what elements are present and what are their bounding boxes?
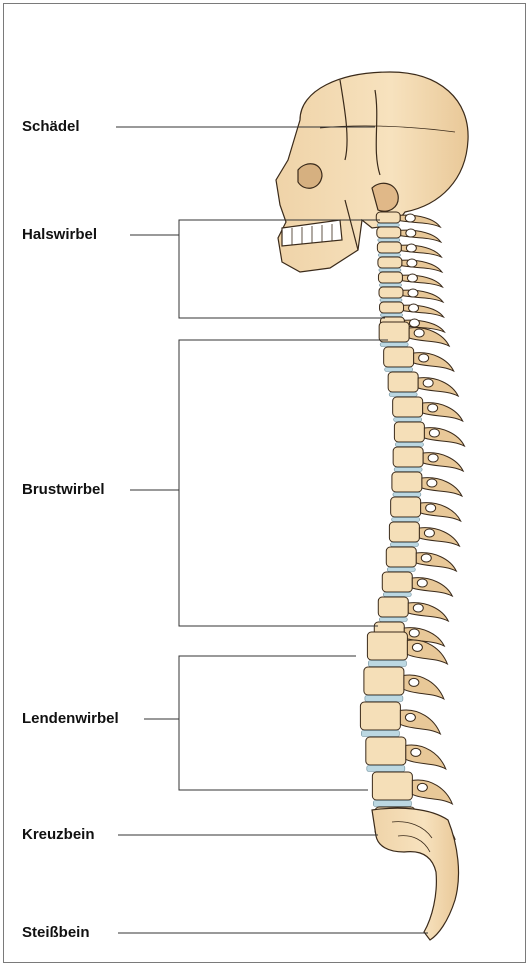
intervertebral-disc	[395, 443, 423, 447]
vertebral-foramen	[413, 604, 423, 612]
vertebra-body	[389, 522, 419, 542]
vertebra-body	[393, 447, 423, 467]
intervertebral-disc	[379, 269, 401, 272]
vertebral-foramen	[424, 529, 434, 537]
vertebral-foramen	[423, 379, 433, 387]
intervertebral-disc	[373, 801, 411, 807]
intervertebral-disc	[378, 254, 400, 257]
vertebral-foramen	[414, 329, 424, 337]
vertebral-column	[360, 212, 464, 839]
vertebra-body	[391, 497, 421, 517]
vertebral-foramen	[409, 304, 419, 312]
vertebra-body	[367, 632, 407, 660]
vertebra-body	[386, 547, 416, 567]
label-sacrum: Kreuzbein	[22, 826, 95, 844]
intervertebral-disc	[368, 661, 406, 667]
vertebral-foramen	[428, 404, 438, 412]
intervertebral-disc	[387, 568, 415, 572]
intervertebral-disc	[361, 731, 399, 737]
vertebra-body	[380, 302, 404, 313]
vertebral-foramen	[408, 289, 418, 297]
intervertebral-disc	[392, 518, 420, 522]
label-skull: Schädel	[22, 118, 80, 136]
vertebra-body	[384, 347, 414, 367]
sacrum-coccyx-drawing	[372, 808, 459, 940]
spinous-process	[406, 745, 446, 769]
vertebra-body	[366, 737, 406, 765]
vertebra-body	[378, 597, 408, 617]
intervertebral-disc	[381, 314, 403, 317]
vertebra-body	[360, 702, 400, 730]
vertebral-foramen	[407, 259, 417, 267]
vertebra-body	[377, 242, 401, 253]
label-lumbar: Lendenwirbel	[22, 710, 119, 728]
label-coccyx: Steißbein	[22, 924, 90, 942]
vertebral-foramen	[417, 579, 427, 587]
lumbar-bracket	[179, 656, 368, 790]
vertebral-foramen	[421, 554, 431, 562]
intervertebral-disc	[390, 543, 418, 547]
vertebra-body	[372, 772, 412, 800]
vertebral-foramen	[406, 229, 416, 237]
vertebral-foramen	[405, 214, 415, 222]
vertebral-foramen	[406, 244, 416, 252]
intervertebral-disc	[394, 418, 422, 422]
intervertebral-disc	[367, 766, 405, 772]
spinous-process	[400, 710, 440, 734]
vertebra-body	[388, 372, 418, 392]
vertebra-body	[376, 212, 400, 223]
vertebral-foramen	[428, 454, 438, 462]
vertebra-body	[393, 397, 423, 417]
vertebra-body	[382, 572, 412, 592]
intervertebral-disc	[378, 239, 400, 242]
intervertebral-disc	[365, 696, 403, 702]
vertebral-foramen	[419, 354, 429, 362]
vertebra-body	[394, 422, 424, 442]
vertebra-body	[379, 322, 409, 342]
vertebral-foramen	[412, 643, 422, 651]
vertebra-body	[378, 272, 402, 283]
intervertebral-disc	[379, 284, 401, 287]
vertebra-body	[377, 227, 401, 238]
intervertebral-disc	[380, 343, 408, 347]
vertebra-body	[392, 472, 422, 492]
vertebral-foramen	[409, 319, 419, 327]
vertebral-foramen	[427, 479, 437, 487]
label-cervical: Halswirbel	[22, 226, 97, 244]
intervertebral-disc	[383, 593, 411, 597]
spinous-process	[404, 675, 444, 699]
spinous-process	[412, 780, 452, 804]
vertebral-foramen	[409, 629, 419, 637]
vertebral-foramen	[411, 748, 421, 756]
vertebra-body	[378, 257, 402, 268]
label-thoracic: Brustwirbel	[22, 481, 105, 499]
vertebral-foramen	[426, 504, 436, 512]
vertebral-foramen	[429, 429, 439, 437]
thoracic-bracket	[179, 340, 388, 626]
skull-drawing	[276, 72, 468, 272]
intervertebral-disc	[380, 299, 402, 302]
intervertebral-disc	[377, 224, 399, 227]
intervertebral-disc	[394, 468, 422, 472]
intervertebral-disc	[393, 493, 421, 497]
vertebral-foramen	[405, 713, 415, 721]
intervertebral-disc	[389, 393, 417, 397]
vertebral-foramen	[409, 678, 419, 686]
intervertebral-disc	[385, 368, 413, 372]
vertebral-foramen	[407, 274, 417, 282]
intervertebral-disc	[379, 618, 407, 622]
vertebral-foramen	[417, 783, 427, 791]
vertebra-body	[364, 667, 404, 695]
vertebra-body	[379, 287, 403, 298]
